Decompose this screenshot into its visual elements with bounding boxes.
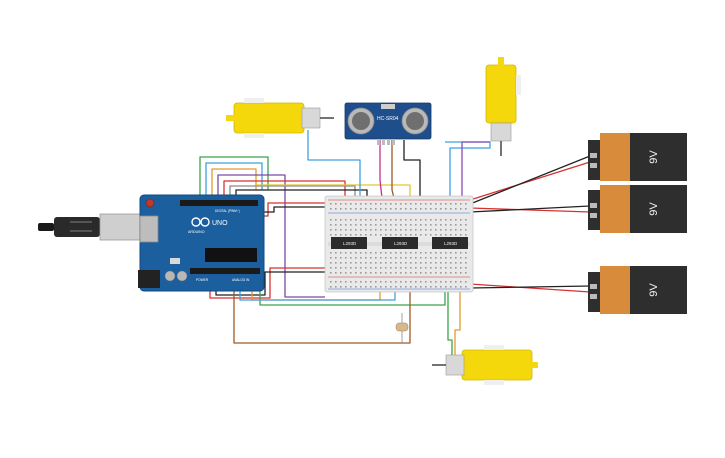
battery-3[interactable]: 9V: [588, 266, 687, 314]
arduino-uno[interactable]: UNO ARDUINO DIGITAL (PWM~) POWER ANALOG …: [138, 194, 265, 292]
wire-gray: [229, 185, 356, 198]
wire-orange: [211, 168, 257, 196]
reset-button[interactable]: [145, 198, 155, 208]
wire-bat1-black: [469, 155, 591, 205]
dc-motor-3[interactable]: [432, 345, 538, 385]
battery-3-label: 9V: [648, 283, 660, 297]
wire-bottom-red: [209, 267, 326, 299]
wire-sensor-blue: [307, 130, 361, 198]
dc-motor-1[interactable]: [226, 98, 334, 138]
wire-blue: [205, 162, 263, 196]
wire-bat3-black: [469, 285, 591, 289]
power-header-label: POWER: [196, 278, 209, 282]
wire-bottom-brown: [233, 282, 411, 344]
motor-driver-2[interactable]: L293D: [382, 237, 418, 249]
wire-bat1-red: [469, 161, 591, 201]
resistor[interactable]: [395, 313, 409, 343]
analog-header-label: ANALOG IN: [232, 278, 250, 282]
wire-sensor-black: [403, 140, 421, 198]
digital-header-label: DIGITAL (PWM~): [215, 209, 240, 213]
wire-sensor-brown: [391, 140, 395, 199]
breadboard-holes: [330, 203, 467, 288]
dc-motor-2[interactable]: [485, 57, 521, 156]
wire-yellow: [255, 184, 411, 198]
wire-bat2-red: [469, 207, 591, 213]
battery-1-label: 9V: [648, 150, 660, 164]
wire-black-top: [235, 189, 368, 198]
driver-1-label: L293D: [343, 241, 357, 246]
wire-black-mid: [262, 206, 330, 213]
wires: [199, 130, 591, 358]
motor-driver-3[interactable]: L293D: [432, 237, 468, 249]
motor-driver-1[interactable]: L293D: [331, 237, 367, 249]
battery-2[interactable]: 9V: [588, 185, 687, 233]
wire-purple: [217, 174, 325, 298]
wire-motor2-blue: [445, 141, 491, 198]
battery-1[interactable]: 9V: [588, 133, 687, 181]
usb-cable: [38, 213, 141, 241]
wire-motor3-green: [447, 290, 453, 358]
arduino-model-label: UNO: [212, 220, 228, 227]
wire-red-mid: [262, 202, 330, 217]
wire-bottom-green: [259, 282, 446, 306]
wire-motor3-orange: [454, 290, 461, 358]
sensor-label: HC-SR04: [377, 116, 399, 122]
wire-green: [199, 156, 269, 196]
driver-3-label: L293D: [444, 241, 458, 246]
wire-bat2-black: [469, 205, 591, 213]
wire-motor2-purple: [461, 141, 490, 198]
arduino-brand-label: ARDUINO: [188, 230, 205, 234]
driver-2-label: L293D: [394, 241, 408, 246]
wire-bat3-red: [469, 283, 591, 293]
arduino-logo: [191, 217, 210, 227]
wire-sensor-magenta: [379, 140, 383, 199]
battery-2-label: 9V: [648, 202, 660, 216]
hc-sr04-sensor[interactable]: HC-SR04: [344, 102, 432, 145]
